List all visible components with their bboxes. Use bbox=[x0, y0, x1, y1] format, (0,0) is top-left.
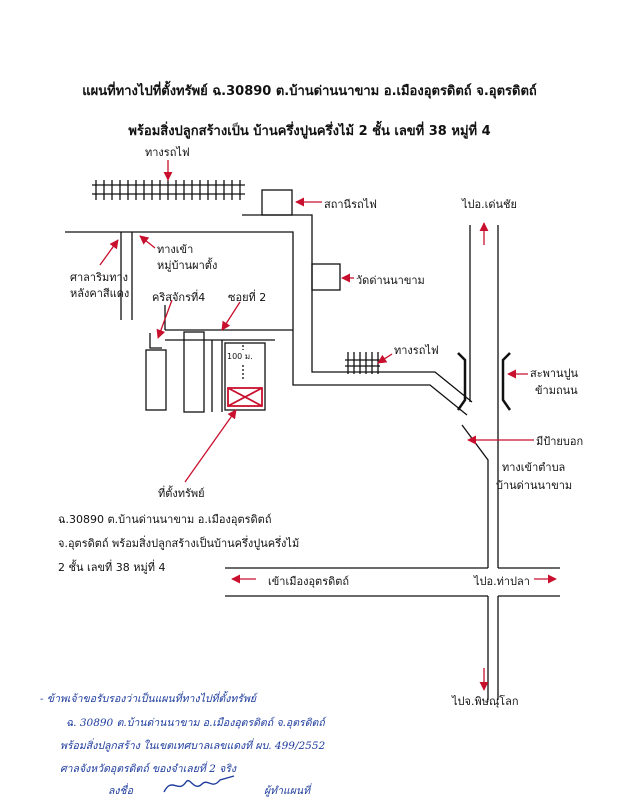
block-right bbox=[224, 342, 266, 411]
handwritten-signature-text: ผู้ทำแผนที่ bbox=[264, 785, 310, 797]
overpass-right-bracket bbox=[501, 352, 512, 411]
label-arrows bbox=[99, 160, 557, 691]
handwritten-signed-label: ลงชื่อ bbox=[108, 785, 133, 797]
handwritten-note-line-2: ฉ. 30890 ต.บ้านด่านนาขาม อ.เมืองอุตรดิตถ… bbox=[66, 717, 325, 729]
main-road-outer-edge bbox=[242, 214, 473, 403]
block-middle bbox=[183, 331, 205, 413]
signature-scribble bbox=[163, 775, 235, 793]
arrow-shrine bbox=[99, 239, 119, 266]
lower-road bbox=[225, 567, 560, 597]
label-to-den-chai: ไปอ.เด่นชัย bbox=[462, 198, 517, 211]
label-to-city: เข้าเมืองอุตรดิตถ์ bbox=[268, 575, 350, 588]
label-signpost: มีป้ายบอก bbox=[536, 435, 584, 448]
village-branch-road bbox=[120, 232, 133, 320]
label-church: คริสจักรที่4 bbox=[152, 291, 206, 304]
arrow-village-entrance bbox=[139, 235, 156, 249]
railway-track-mid bbox=[345, 352, 380, 374]
label-to-tha-pla: ไปอ.ท่าปลา bbox=[474, 572, 530, 590]
description-line-2: จ.อุตรดิตถ์ พร้อมสิ่งปลูกสร้างเป็นบ้านคร… bbox=[58, 537, 300, 550]
label-temple: วัดด่านนาขาม bbox=[356, 274, 425, 287]
label-overpass-1: สะพานปูน bbox=[530, 367, 579, 380]
label-property: ที่ตั้งทรัพย์ bbox=[158, 487, 205, 500]
soi-2-road bbox=[211, 340, 223, 412]
arrow-railway-mid bbox=[377, 353, 393, 364]
map-title-line-1: แผนที่ทางไปที่ตั้งทรัพย์ ฉ.30890 ต.บ้านด… bbox=[82, 84, 537, 99]
label-overpass-2: ข้ามถนน bbox=[535, 384, 578, 397]
overpass-left-bracket bbox=[456, 352, 467, 411]
label-shrine-1: ศาลาริมทาง bbox=[70, 271, 129, 284]
highway-west-edge bbox=[461, 225, 489, 700]
property-marker bbox=[227, 387, 263, 407]
label-village-entrance-2: หมู่บ้านผาตั้ง bbox=[157, 259, 218, 272]
label-shrine-2: หลังคาสีแดง bbox=[70, 287, 130, 300]
handwritten-note-line-1: - ข้าพเจ้าขอรับรองว่าเป็นแผนที่ทางไปที่ต… bbox=[40, 693, 257, 705]
label-subdistrict-entrance-1: ทางเข้าตำบล bbox=[502, 461, 566, 474]
arrow-soi-2 bbox=[221, 301, 241, 331]
label-railway-top: ทางรถไฟ bbox=[145, 146, 190, 159]
label-station: สถานีรถไฟ bbox=[324, 198, 377, 211]
main-road-inner-edge bbox=[65, 231, 468, 416]
arrow-church bbox=[156, 299, 173, 339]
map-title-line-2: พร้อมสิ่งปลูกสร้างเป็น บ้านครึ่งปูนครึ่ง… bbox=[128, 124, 491, 139]
railway-station-box bbox=[261, 189, 293, 216]
block-left bbox=[145, 349, 167, 411]
church-marker bbox=[149, 333, 162, 349]
handwritten-note-line-4: ศาลจังหวัดอุตรดิตถ์ ของจำเลยที่ 2 จริง bbox=[60, 763, 237, 775]
label-village-entrance-1: ทางเข้า bbox=[157, 243, 194, 256]
label-to-phitsanulok: ไปจ.พิษณุโลก bbox=[452, 695, 519, 708]
label-railway-mid: ทางรถไฟ bbox=[394, 344, 439, 357]
description-line-3: 2 ชั้น เลขที่ 38 หมู่ที่ 4 bbox=[58, 561, 166, 574]
description-line-1: ฉ.30890 ต.บ้านด่านนาขาม อ.เมืองอุตรดิตถ์ bbox=[58, 513, 272, 526]
label-soi: ซอยที่ 2 bbox=[228, 291, 267, 304]
label-subdistrict-entrance-2: บ้านด่านนาขาม bbox=[496, 479, 573, 492]
arrow-property bbox=[184, 409, 237, 483]
temple-box bbox=[311, 263, 341, 291]
handwritten-note-line-3: พร้อมสิ่งปลูกสร้าง ในเขตเทศบาลเลขแดงที่ … bbox=[60, 740, 326, 752]
label-distance: 100 ม. bbox=[227, 350, 253, 363]
railway-track-top bbox=[92, 180, 245, 200]
